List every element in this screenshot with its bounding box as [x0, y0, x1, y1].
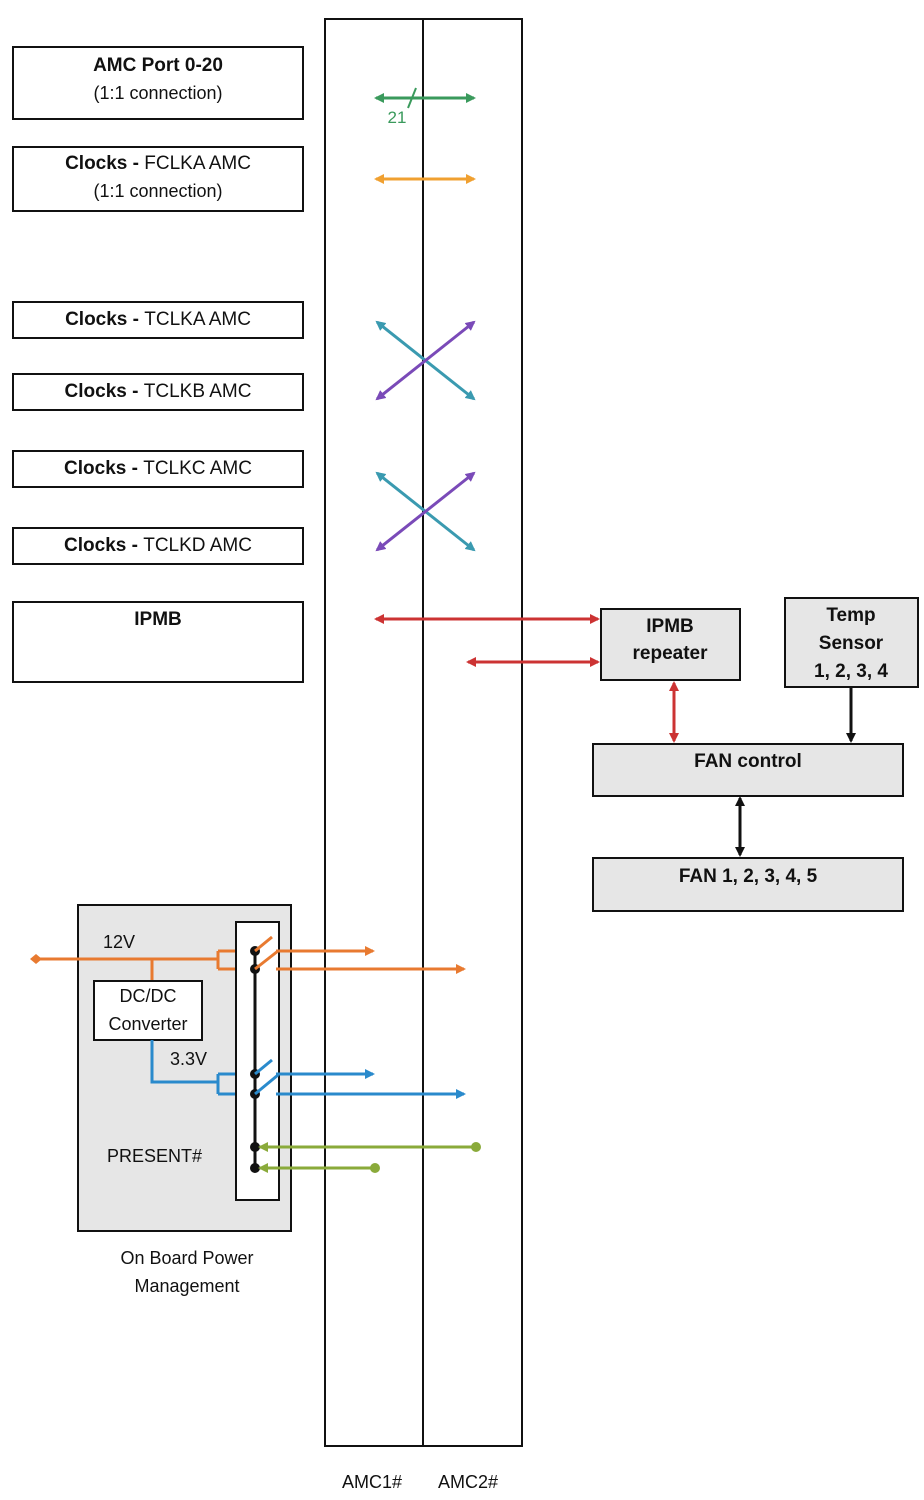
fans-block: FAN 1, 2, 3, 4, 5	[592, 857, 904, 912]
temp-sensor-block: Temp Sensor 1, 2, 3, 4	[784, 597, 919, 688]
ipmb-block: IPMB	[12, 601, 304, 683]
tclk-ab-cross	[375, 320, 476, 401]
fclka-block: Clocks - FCLKA AMC (1:1 connection)	[12, 146, 304, 212]
tclkd-label-bold: Clocks -	[64, 535, 143, 556]
dcdc-converter	[93, 980, 203, 1041]
fan-control-label: FAN control	[694, 751, 802, 772]
fan-control-block: FAN control	[592, 743, 904, 797]
ipmb-label: IPMB	[134, 609, 182, 630]
tclka-label: Clocks - TCLKA AMC	[65, 309, 251, 330]
tclkd-block: Clocks - TCLKD AMC	[12, 527, 304, 565]
ipmb-repeater-line1: IPMB	[646, 616, 694, 637]
dcdc-line1: DC/DC	[120, 986, 177, 1006]
bus-width-label: 21	[388, 108, 407, 127]
slot-amc1-label: AMC1#	[342, 1472, 402, 1492]
tclkb-label: Clocks - TCLKB AMC	[65, 381, 252, 402]
fclka-title-bold: Clocks -	[65, 153, 144, 174]
v33-label: 3.3V	[170, 1049, 207, 1069]
power-caption-line1: On Board Power	[120, 1248, 253, 1268]
tclka-label-normal: TCLKA AMC	[144, 309, 251, 330]
tclkb-label-normal: TCLKB AMC	[144, 381, 252, 402]
power-output-arrows	[276, 946, 466, 1099]
amc-port-title: AMC Port 0-20	[93, 55, 223, 76]
amc-port-subtitle: (1:1 connection)	[93, 83, 222, 103]
temp-sensor-line3: 1, 2, 3, 4	[814, 661, 888, 682]
fans-label: FAN 1, 2, 3, 4, 5	[679, 866, 818, 887]
tclkc-block: Clocks - TCLKC AMC	[12, 450, 304, 488]
tclkd-label-normal: TCLKD AMC	[143, 535, 252, 556]
tclkc-label: Clocks - TCLKC AMC	[64, 458, 252, 479]
tclkc-label-normal: TCLKC AMC	[143, 458, 252, 479]
tclk-cd-cross	[375, 471, 476, 552]
tclka-block: Clocks - TCLKA AMC	[12, 301, 304, 339]
ipmb-repeater-line2: repeater	[633, 643, 709, 664]
fclka-title: Clocks - FCLKA AMC	[65, 153, 251, 174]
tclka-label-bold: Clocks -	[65, 309, 144, 330]
power-management-block: 12V DC/DC Converter 3.3V PRESENT#	[30, 904, 292, 1232]
tclkb-block: Clocks - TCLKB AMC	[12, 373, 304, 411]
amc-port-arrow: 21	[374, 87, 476, 127]
temp-sensor-line1: Temp	[826, 605, 875, 626]
fclka-subtitle: (1:1 connection)	[93, 181, 222, 201]
amc-port-block: AMC Port 0-20 (1:1 connection)	[12, 46, 304, 120]
slot-amc2-label: AMC2#	[438, 1472, 498, 1492]
ipmb-repeater-block: IPMB repeater	[600, 608, 741, 681]
tclkd-label: Clocks - TCLKD AMC	[64, 535, 252, 556]
temp-sensor-line2: Sensor	[819, 633, 884, 654]
ipmb-arrows	[374, 614, 600, 667]
fclka-title-normal: FCLKA AMC	[144, 153, 251, 174]
tclkb-label-bold: Clocks -	[65, 381, 144, 402]
tclkc-label-bold: Clocks -	[64, 458, 143, 479]
present-label: PRESENT#	[107, 1146, 202, 1166]
present-signal-arrows	[258, 1142, 481, 1173]
dcdc-line2: Converter	[108, 1014, 187, 1034]
v12-label: 12V	[103, 932, 135, 952]
power-caption-line2: Management	[134, 1276, 239, 1296]
backplane	[324, 18, 523, 1447]
